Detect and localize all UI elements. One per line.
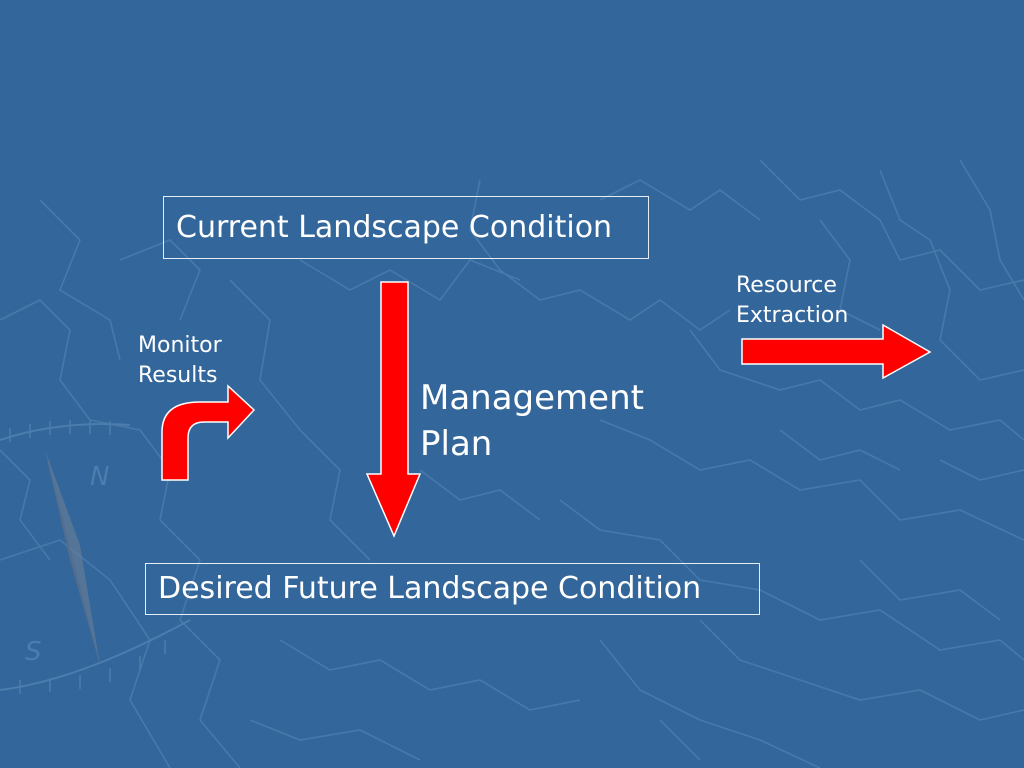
resource-extraction-line-1: Resource (736, 273, 837, 298)
monitor-results-label: Monitor Results (138, 331, 222, 391)
monitor-results-line-1: Monitor (138, 333, 222, 358)
resource-extraction-right-arrow (741, 323, 932, 380)
management-plan-line-1: Management (420, 378, 644, 418)
current-landscape-condition-box: Current Landscape Condition (163, 196, 649, 259)
management-plan-down-arrow (365, 281, 422, 538)
management-plan-line-2: Plan (420, 424, 493, 464)
compass-north-label: N (90, 462, 109, 492)
current-landscape-condition-text: Current Landscape Condition (176, 209, 613, 245)
monitor-results-line-2: Results (138, 363, 218, 388)
desired-future-landscape-condition-text: Desired Future Landscape Condition (158, 571, 702, 606)
monitor-results-curved-arrow (161, 384, 256, 481)
resource-extraction-label: Resource Extraction (736, 271, 848, 331)
management-plan-label: Management Plan (420, 375, 644, 467)
compass-rose: N S (0, 420, 191, 694)
desired-future-landscape-condition-box: Desired Future Landscape Condition (145, 563, 760, 615)
compass-south-label: S (25, 637, 42, 667)
resource-extraction-line-2: Extraction (736, 303, 849, 328)
